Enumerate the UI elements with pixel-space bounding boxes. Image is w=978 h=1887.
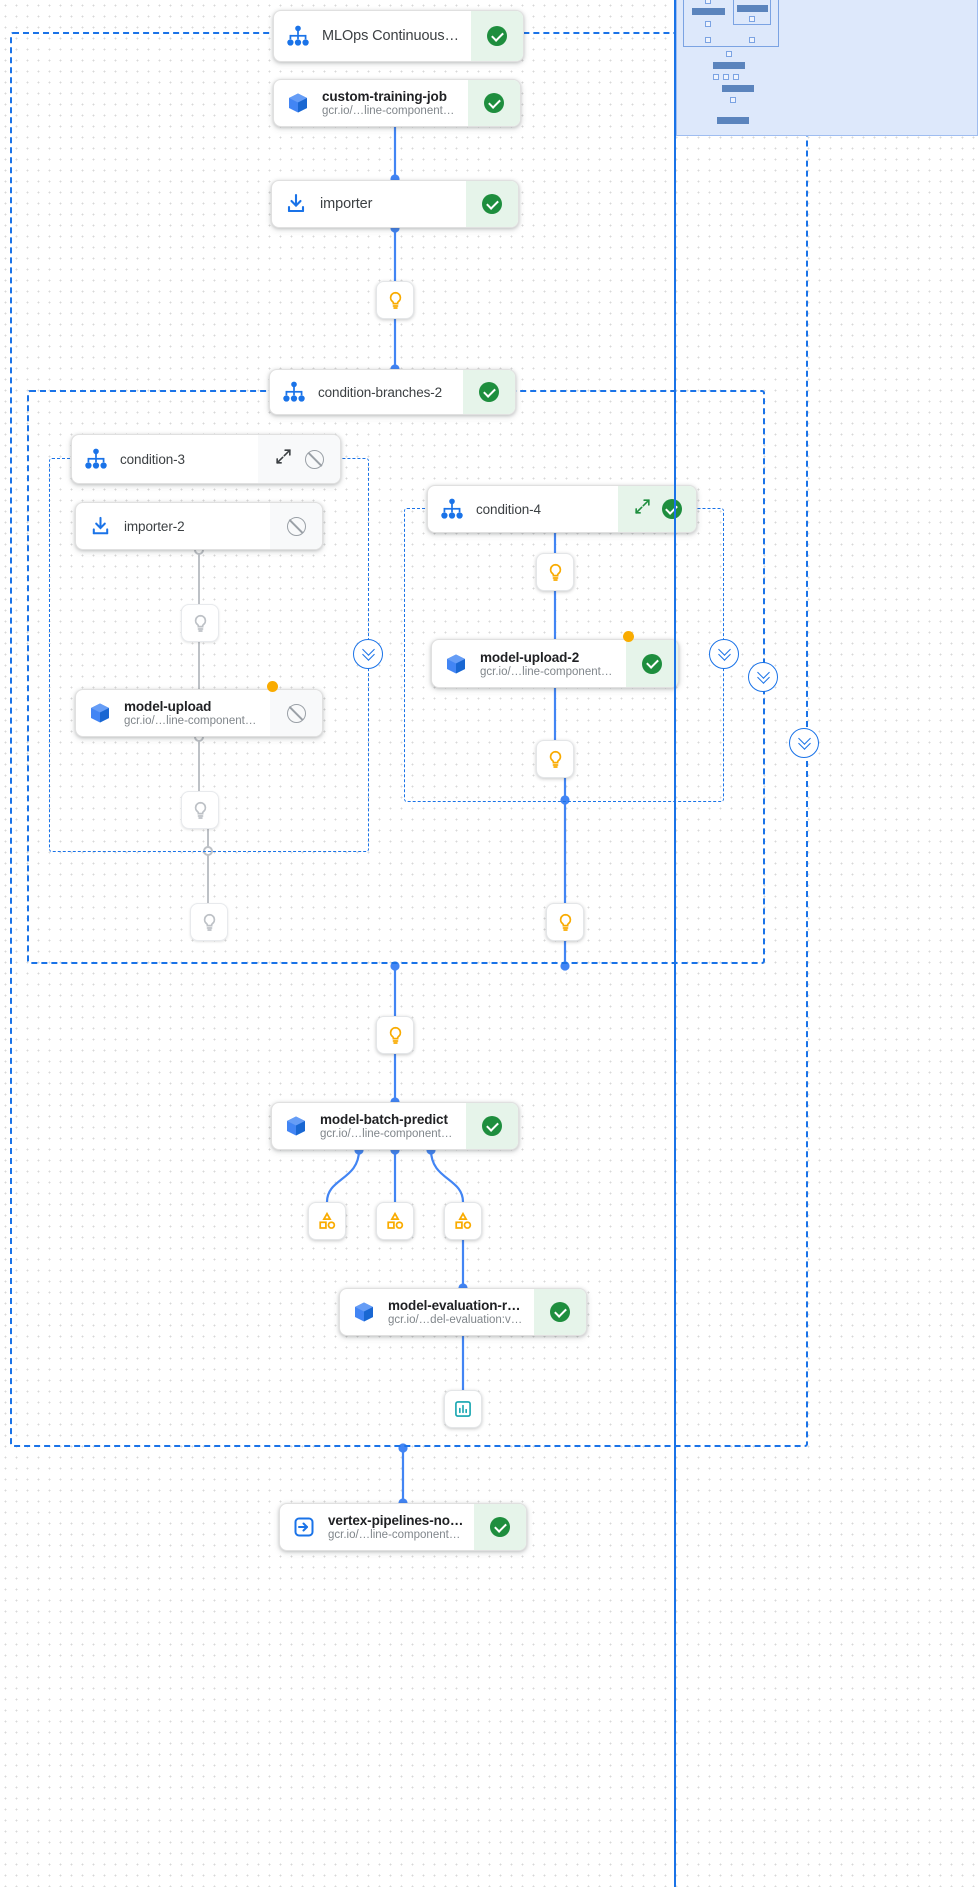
container-cube-icon	[432, 640, 480, 687]
collapse-condition-branches-2-button[interactable]	[748, 662, 778, 692]
status-badge-succeeded[interactable]	[468, 80, 520, 126]
container-cube-icon	[340, 1289, 388, 1335]
check-circle-icon	[642, 653, 662, 674]
status-badge-succeeded[interactable]	[466, 181, 518, 227]
metrics-barchart-icon	[455, 1401, 471, 1417]
artifact-model-lightbulb-3[interactable]	[181, 791, 219, 829]
node-importer-2[interactable]: importer-2	[75, 502, 323, 550]
artifact-model-lightbulb-4[interactable]	[190, 903, 228, 941]
status-badge-skipped[interactable]	[270, 690, 322, 736]
container-cube-icon	[274, 80, 322, 126]
artifact-dataset-shapes-3[interactable]	[444, 1202, 482, 1240]
node-model-upload-2[interactable]: model-upload-2 gcr.io/…line-components:2…	[431, 639, 679, 688]
exit-arrow-icon	[280, 1504, 328, 1550]
blocked-circle-icon	[305, 449, 324, 469]
model-lightbulb-icon	[194, 614, 206, 632]
collapse-subgraph-icon[interactable]	[274, 447, 293, 471]
model-lightbulb-icon	[389, 291, 401, 309]
status-badge-succeeded[interactable]	[474, 1504, 526, 1550]
check-circle-icon	[484, 93, 504, 113]
container-cube-icon	[272, 1103, 320, 1149]
node-condition-3[interactable]: condition-3	[71, 434, 341, 484]
pipeline-hierarchy-icon	[270, 370, 318, 414]
node-model-batch-predict[interactable]: model-batch-predict gcr.io/…line-compone…	[271, 1102, 519, 1150]
check-circle-icon	[490, 1517, 510, 1537]
check-circle-icon	[661, 499, 682, 519]
graph-minimap[interactable]	[676, 0, 978, 136]
model-lightbulb-icon	[203, 913, 215, 931]
node-custom-training-job[interactable]: custom-training-job gcr.io/…line-compone…	[273, 79, 521, 127]
dataset-shapes-icon	[387, 1211, 404, 1229]
blocked-circle-icon	[286, 516, 306, 536]
dataset-shapes-icon	[319, 1211, 336, 1229]
collapse-condition-3-button[interactable]	[353, 639, 383, 669]
status-badge-succeeded[interactable]	[466, 1103, 518, 1149]
node-model-upload[interactable]: model-upload gcr.io/…line-components:2.6…	[75, 689, 323, 737]
pipeline-hierarchy-icon	[274, 11, 322, 61]
artifact-model-lightbulb-8[interactable]	[376, 1016, 414, 1054]
node-importer[interactable]: importer	[271, 180, 519, 228]
check-circle-icon	[550, 1302, 570, 1322]
node-vertex-pipelines-notification[interactable]: vertex-pipelines-notificat… gcr.io/…line…	[279, 1503, 527, 1551]
artifact-model-lightbulb-5[interactable]	[536, 553, 574, 591]
model-lightbulb-icon	[389, 1026, 401, 1044]
artifact-metrics-barchart[interactable]	[444, 1390, 482, 1428]
artifact-model-lightbulb-2[interactable]	[181, 604, 219, 642]
artifact-model-lightbulb-7[interactable]	[546, 903, 584, 941]
model-lightbulb-icon	[194, 801, 206, 819]
artifact-dataset-shapes-2[interactable]	[376, 1202, 414, 1240]
model-lightbulb-icon	[549, 563, 561, 581]
minimap-viewport-indicator	[674, 0, 676, 1887]
status-badge-succeeded[interactable]	[626, 640, 678, 687]
container-cube-icon	[76, 690, 124, 736]
collapse-condition-4-button[interactable]	[709, 639, 739, 669]
model-lightbulb-icon	[559, 913, 571, 931]
import-download-icon	[272, 181, 320, 227]
check-circle-icon	[482, 1116, 502, 1136]
status-badge-succeeded[interactable]	[534, 1289, 586, 1335]
import-download-icon	[76, 503, 124, 549]
warning-dot-model-upload-2	[623, 631, 634, 642]
node-condition-branches-2[interactable]: condition-branches-2	[269, 369, 516, 415]
status-badge-succeeded[interactable]	[463, 370, 515, 414]
dataset-shapes-icon	[455, 1211, 472, 1229]
artifact-model-lightbulb-1[interactable]	[376, 281, 414, 319]
blocked-circle-icon	[286, 703, 306, 723]
check-circle-icon	[487, 26, 507, 46]
check-circle-icon	[479, 382, 499, 402]
collapse-pipeline-root-button[interactable]	[789, 728, 819, 758]
pipeline-hierarchy-icon	[72, 435, 120, 483]
status-badge-skipped[interactable]	[270, 503, 322, 549]
artifact-dataset-shapes-1[interactable]	[308, 1202, 346, 1240]
node-model-evaluation-regression[interactable]: model-evaluation-regres… gcr.io/…del-eva…	[339, 1288, 587, 1336]
collapse-subgraph-icon[interactable]	[633, 497, 652, 521]
status-badge-succeeded[interactable]	[471, 11, 523, 61]
node-condition-4[interactable]: condition-4	[427, 485, 697, 533]
check-circle-icon	[482, 194, 502, 214]
node-mlops-continuous-training[interactable]: MLOps Continuous Traini…	[273, 10, 524, 62]
warning-dot-model-upload	[267, 681, 278, 692]
artifact-model-lightbulb-6[interactable]	[536, 740, 574, 778]
model-lightbulb-icon	[549, 750, 561, 768]
pipeline-hierarchy-icon	[428, 486, 476, 532]
